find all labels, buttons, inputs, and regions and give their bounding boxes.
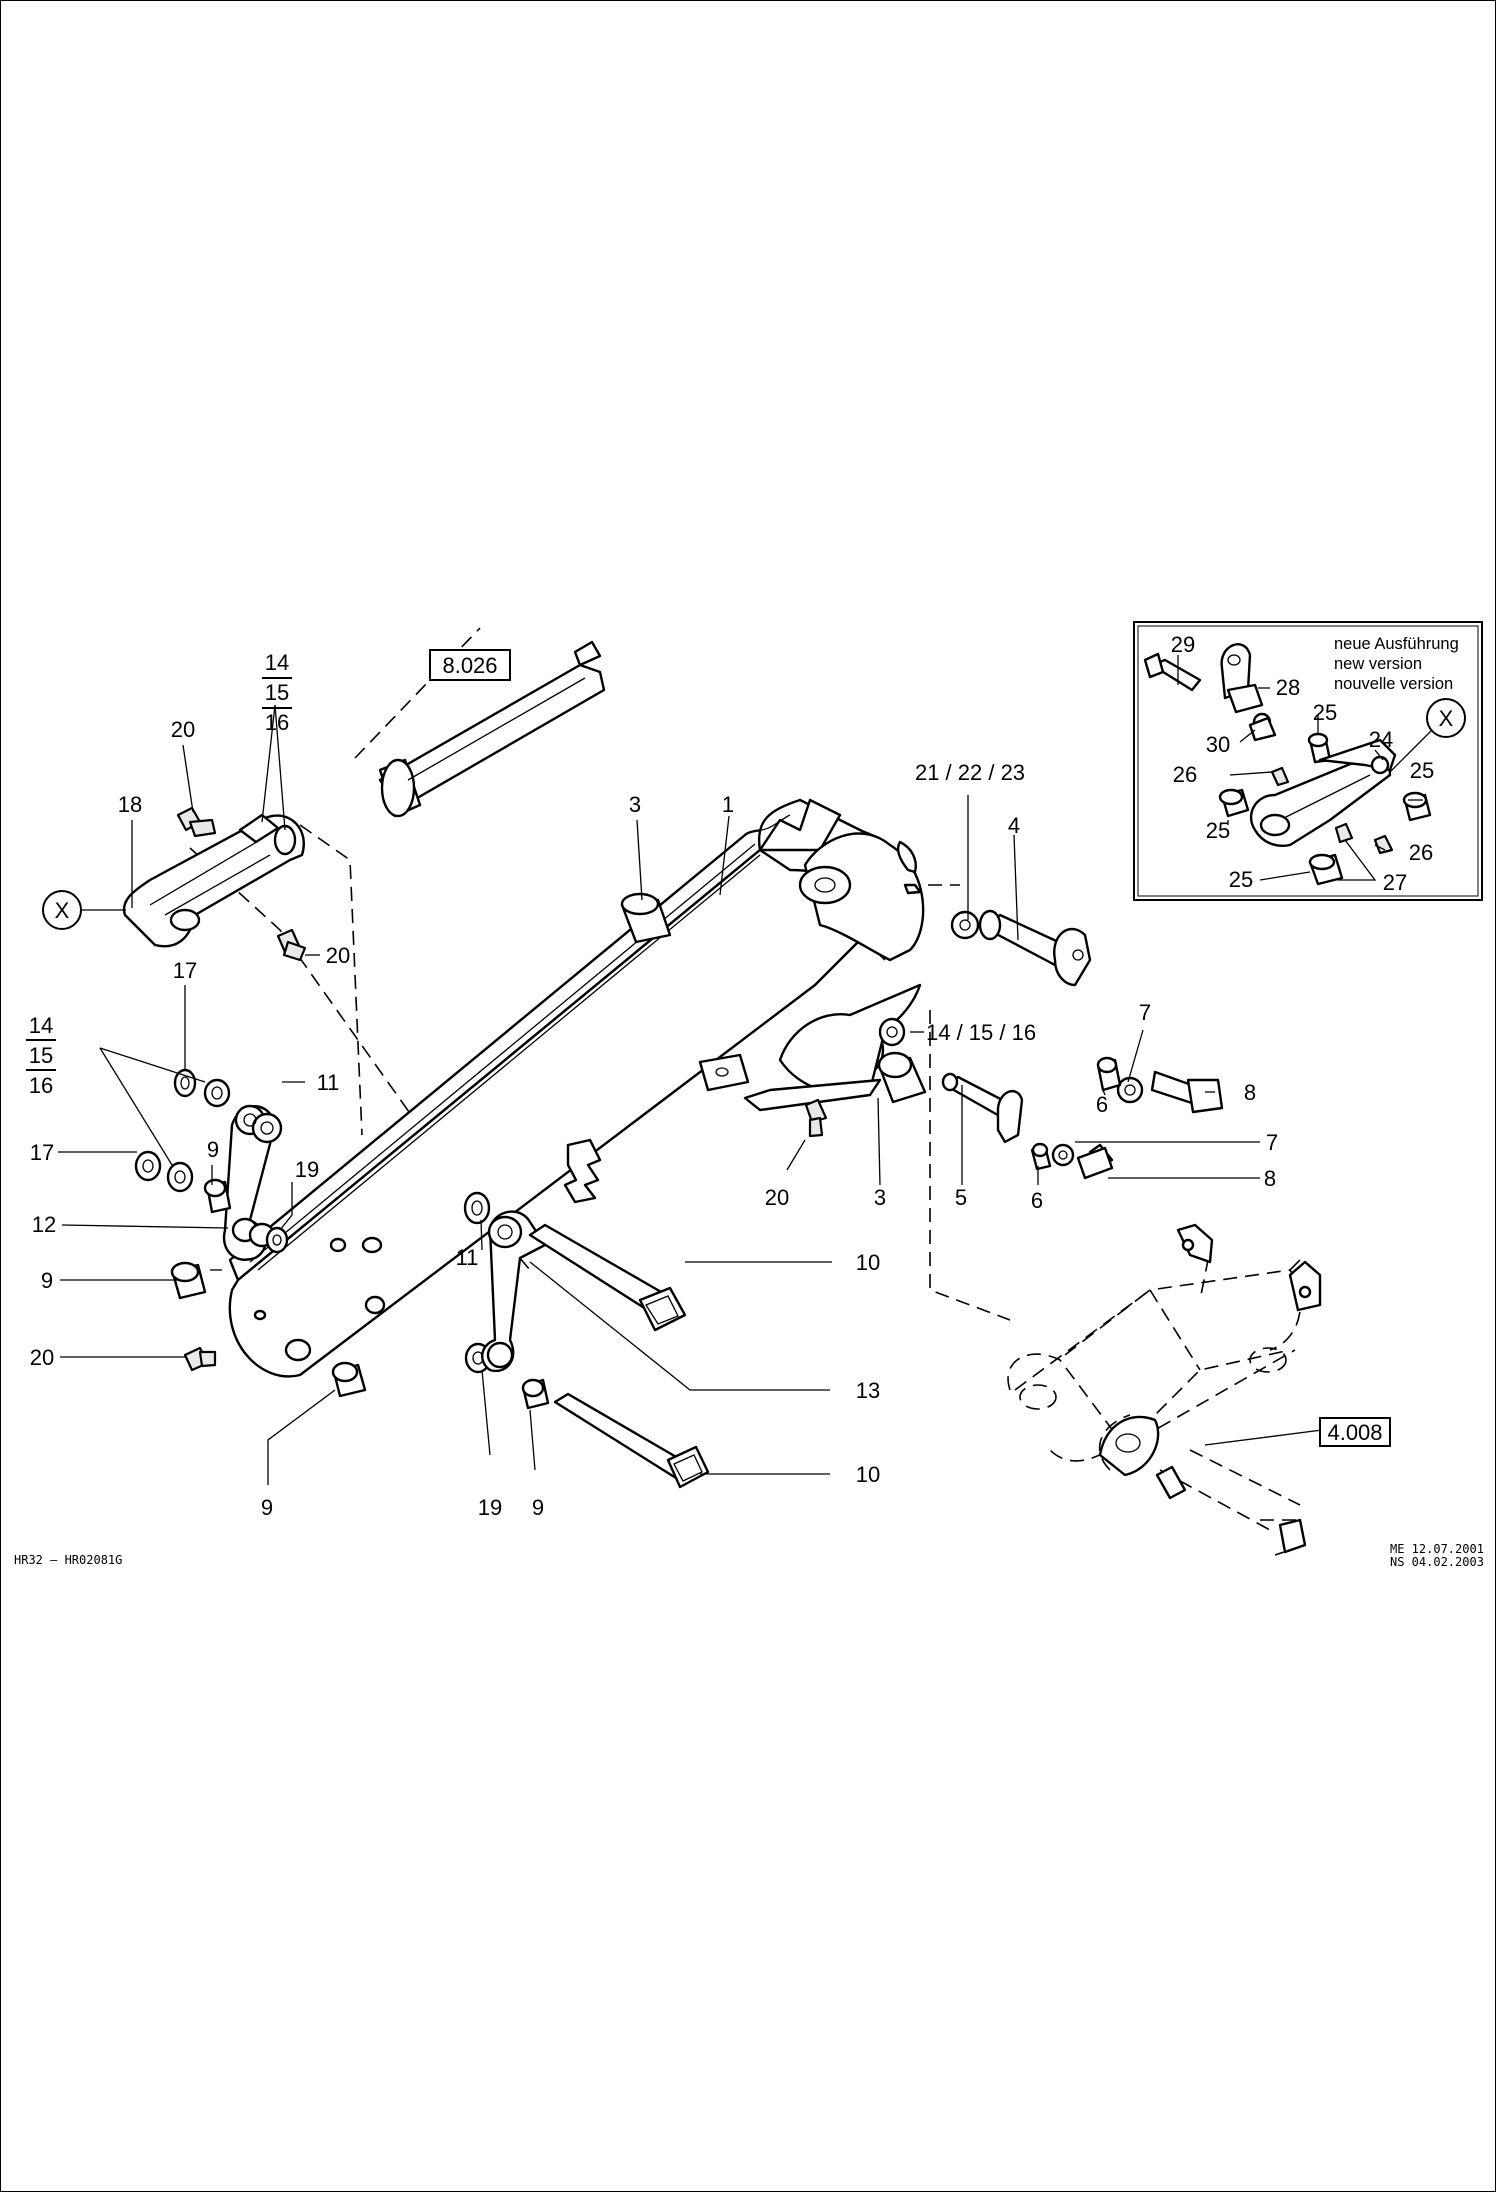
inset-note-english: new version — [1334, 655, 1422, 673]
ref-box-cylinder — [429, 649, 511, 681]
leader-lines — [58, 655, 1441, 1485]
callout-17-a: 17 — [173, 958, 197, 983]
callout-24: 24 — [1369, 727, 1393, 752]
callout-26-b: 26 — [1409, 840, 1433, 865]
callout-6-a: 6 — [1096, 1092, 1108, 1117]
hose-clip — [563, 1138, 602, 1204]
link-18 — [122, 813, 305, 948]
callout-14-15-16: 14 / 15 / 16 — [926, 1020, 1036, 1045]
callout-20-d: 20 — [765, 1185, 789, 1210]
callout-25-a: 25 — [1313, 700, 1337, 725]
ref-bucket-label: 4.008 — [1327, 1420, 1382, 1445]
link-12 — [222, 1104, 283, 1261]
callout-9-c: 9 — [261, 1495, 273, 1520]
callout-9-b: 9 — [41, 1268, 53, 1293]
callout-20-a: 20 — [171, 717, 195, 742]
callout-28: 28 — [1276, 675, 1300, 700]
callout-9-d: 9 — [532, 1495, 544, 1520]
footer-revision-1: ME 12.07.2001 — [1390, 1542, 1484, 1556]
callout-10-a: 10 — [856, 1250, 880, 1275]
callout-4: 4 — [1008, 813, 1020, 838]
callout-11-b: 11 — [456, 1245, 479, 1270]
ref-box-bucket — [1319, 1417, 1391, 1447]
callout-12: 12 — [32, 1212, 56, 1237]
pin-5 — [941, 1072, 1024, 1144]
callout-29: 29 — [1171, 632, 1195, 657]
callout-20-b: 20 — [326, 943, 350, 968]
bushings — [170, 892, 1122, 1410]
callout-15-a: 15 — [265, 680, 289, 705]
inset-note-german: neue Ausführung — [1334, 635, 1459, 653]
callout-15-b: 15 — [29, 1043, 53, 1068]
callout-25-d: 25 — [1229, 867, 1253, 892]
callout-21-22-23: 21 / 22 / 23 — [915, 760, 1025, 785]
new-version-inset — [1133, 621, 1483, 901]
callout-3-b: 3 — [874, 1185, 886, 1210]
callout-18: 18 — [118, 792, 142, 817]
callout-x-a: X — [55, 898, 70, 923]
callout-1: 1 — [722, 792, 734, 817]
callout-7-b: 7 — [1266, 1130, 1278, 1155]
callout-8-a: 8 — [1244, 1080, 1256, 1105]
callout-19-b: 19 — [478, 1495, 502, 1520]
callout-20-c: 20 — [30, 1345, 54, 1370]
callout-25-b: 25 — [1410, 758, 1434, 783]
guard-plate — [698, 1053, 750, 1092]
callout-16-a: 16 — [265, 710, 289, 735]
circle-x-marker-b — [1426, 698, 1466, 738]
callout-10-b: 10 — [856, 1462, 880, 1487]
callout-26-a: 26 — [1173, 762, 1197, 787]
callout-27: 27 — [1383, 870, 1407, 895]
callout-14-a: 14 — [265, 650, 289, 675]
callout-labels: 14 15 16 20 18 X 20 17 14 15 16 11 9 17 … — [29, 632, 1454, 1520]
bucket-link-phantom — [1007, 1223, 1322, 1556]
callout-17-b: 17 — [30, 1140, 54, 1165]
bucket-cylinder — [378, 640, 606, 818]
callout-8-b: 8 — [1264, 1166, 1276, 1191]
inset-note: neue Ausführung new version nouvelle ver… — [1334, 635, 1459, 693]
callout-7-a: 7 — [1139, 1000, 1151, 1025]
footer-drawing-id: HR32 – HR02081G — [14, 1553, 122, 1567]
callout-6-b: 6 — [1031, 1188, 1043, 1213]
ref-cylinder-label: 8.026 — [442, 653, 497, 678]
callout-14-b: 14 — [29, 1013, 53, 1038]
footer-revision-2: NS 04.02.2003 — [1390, 1555, 1484, 1569]
callout-9-a: 9 — [207, 1137, 219, 1162]
callout-11-a: 11 — [317, 1070, 340, 1095]
callout-3-a: 3 — [629, 792, 641, 817]
callout-19-a: 19 — [295, 1157, 319, 1182]
callout-16-b: 16 — [29, 1073, 53, 1098]
inset-note-french: nouvelle version — [1334, 675, 1453, 693]
callout-25-c: 25 — [1206, 818, 1230, 843]
link-13-and-pins-10 — [481, 1210, 710, 1489]
callout-13: 13 — [856, 1378, 880, 1403]
callout-5: 5 — [955, 1185, 967, 1210]
callout-x-b: X — [1439, 706, 1454, 731]
pin-4-and-bolts — [978, 909, 1224, 1180]
callout-30: 30 — [1206, 732, 1230, 757]
grease-nipples — [176, 806, 828, 1372]
circle-x-marker-a — [42, 890, 82, 930]
